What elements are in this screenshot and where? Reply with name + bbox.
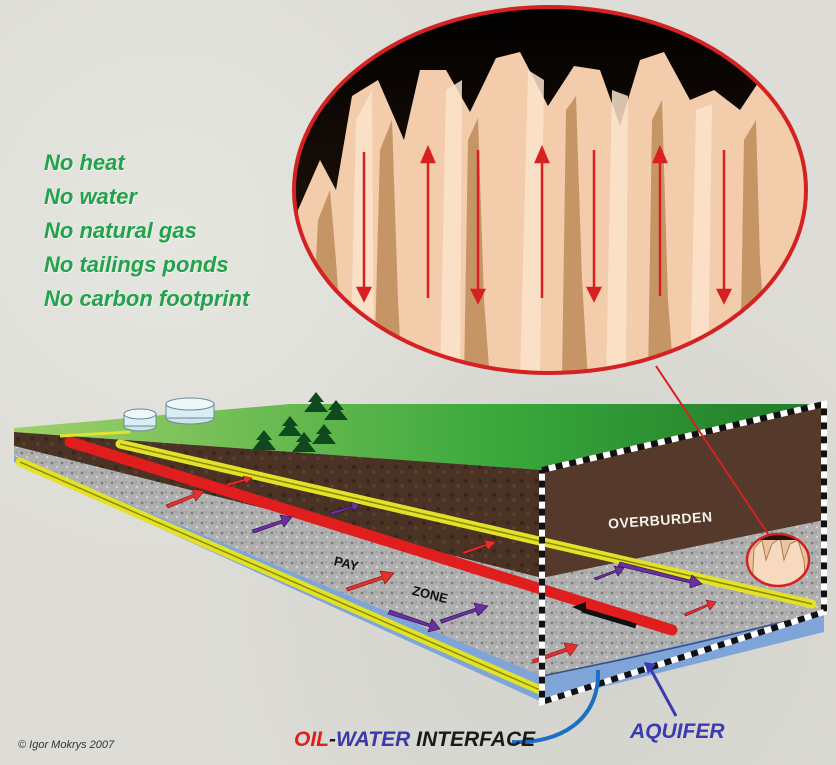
interface-water-text: WATER: [336, 728, 410, 751]
interface-dash-text: -: [329, 728, 336, 751]
benefit-item: No tailings ponds: [44, 248, 249, 282]
aquifer-pointer: [650, 668, 676, 716]
aquifer-label: AQUIFER: [630, 720, 725, 744]
interface-rest-text: INTERFACE: [410, 728, 535, 751]
benefit-item: No heat: [44, 146, 249, 180]
magnified-pore-view: [290, 0, 820, 380]
benefit-item: No natural gas: [44, 214, 249, 248]
benefit-item: No carbon footprint: [44, 282, 249, 316]
copyright-credit: © Igor Mokrys 2007: [18, 739, 114, 751]
benefit-item: No water: [44, 180, 249, 214]
oil-water-interface-label: OIL-WATER INTERFACE: [294, 728, 535, 752]
interface-oil-text: OIL: [294, 728, 329, 751]
benefits-list: No heat No water No natural gas No taili…: [44, 146, 249, 316]
